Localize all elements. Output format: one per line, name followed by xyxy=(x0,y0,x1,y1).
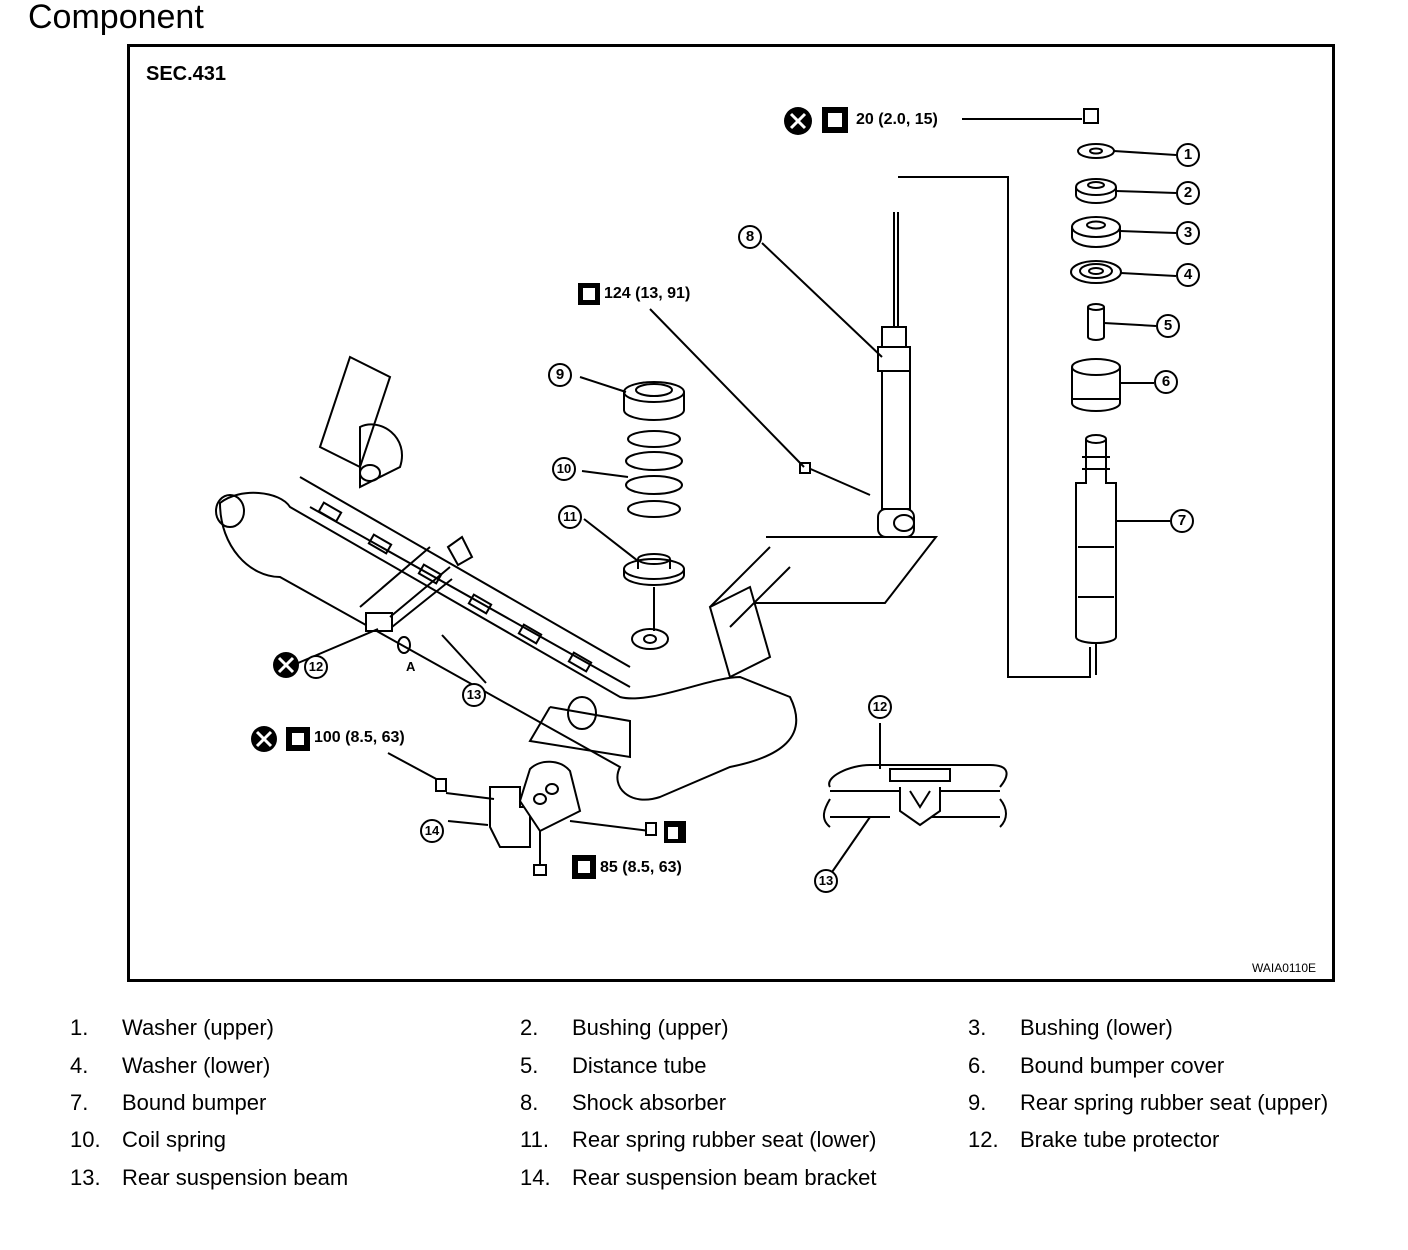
legend-item: 1.Washer (upper) xyxy=(70,1015,275,1040)
beam-bracket xyxy=(489,760,582,848)
legend-item: 3.Bushing (lower) xyxy=(968,1015,1173,1040)
callout-8: 8 xyxy=(738,225,762,249)
rear-suspension-beam xyxy=(215,355,798,801)
legend-item: 12.Brake tube protector xyxy=(968,1127,1220,1152)
bound-bumper-cover xyxy=(1071,358,1121,376)
torque-symbols xyxy=(251,107,848,879)
callout-1: 1 xyxy=(1176,143,1200,167)
callout-13-detail: 13 xyxy=(814,869,838,893)
callout-11: 11 xyxy=(558,505,582,529)
legend-item: 7.Bound bumper xyxy=(70,1090,267,1115)
torque-shock-bolt: 124 (13, 91) xyxy=(604,285,691,302)
legend-item: 14.Rear suspension beam bracket xyxy=(520,1165,877,1190)
coil-spring xyxy=(625,430,683,518)
callout-5: 5 xyxy=(1156,314,1180,338)
legend-item: 6.Bound bumper cover xyxy=(968,1053,1225,1078)
top-nut xyxy=(1083,108,1099,124)
callout-4: 4 xyxy=(1176,263,1200,287)
bound-bumper xyxy=(1085,434,1107,444)
legend-item: 11.Rear spring rubber seat (lower) xyxy=(520,1127,877,1152)
shock-absorber xyxy=(877,212,915,538)
shock-bolt xyxy=(805,466,871,496)
legend-item: 2.Bushing (upper) xyxy=(520,1015,729,1040)
bushing-lower xyxy=(1071,216,1121,238)
callout-10: 10 xyxy=(552,457,576,481)
exploded-diagram: SEC.431 WAIA0110E 20 (2.0, 15) 124 (13, … xyxy=(127,44,1335,982)
callout-9: 9 xyxy=(548,363,572,387)
legend-item: 4.Washer (lower) xyxy=(70,1053,271,1078)
callout-3: 3 xyxy=(1176,221,1200,245)
callout-6: 6 xyxy=(1154,370,1178,394)
detail-inset xyxy=(823,723,1008,876)
brake-tube-protector xyxy=(365,612,393,632)
page-title: Component xyxy=(28,0,204,36)
spring-seat-lower xyxy=(623,558,685,580)
legend-item: 13.Rear suspension beam xyxy=(70,1165,349,1190)
callout-7: 7 xyxy=(1170,509,1194,533)
legend-item: 8.Shock absorber xyxy=(520,1090,727,1115)
diagram-drawing xyxy=(215,107,1177,879)
detail-label: A xyxy=(406,659,416,674)
torque-bracket-nut: 100 (8.5, 63) xyxy=(314,729,405,746)
callout-12: 12 xyxy=(304,655,328,679)
legend-item: 10.Coil spring xyxy=(70,1127,226,1152)
assembly-bracket-line xyxy=(898,176,1091,678)
washer-upper xyxy=(1077,143,1115,159)
callout-14: 14 xyxy=(420,819,444,843)
legend-item: 5.Distance tube xyxy=(520,1053,707,1078)
legend-item: 9.Rear spring rubber seat (upper) xyxy=(968,1090,1329,1115)
torque-bracket-bolt: 85 (8.5, 63) xyxy=(600,859,682,876)
figure-code: WAIA0110E xyxy=(1251,961,1316,975)
section-label: SEC.431 xyxy=(146,63,227,85)
callout-13: 13 xyxy=(462,683,486,707)
callout-12-detail: 12 xyxy=(868,695,892,719)
torque-top-nut: 20 (2.0, 15) xyxy=(856,111,938,128)
distance-tube xyxy=(1087,307,1105,341)
callout-2: 2 xyxy=(1176,181,1200,205)
